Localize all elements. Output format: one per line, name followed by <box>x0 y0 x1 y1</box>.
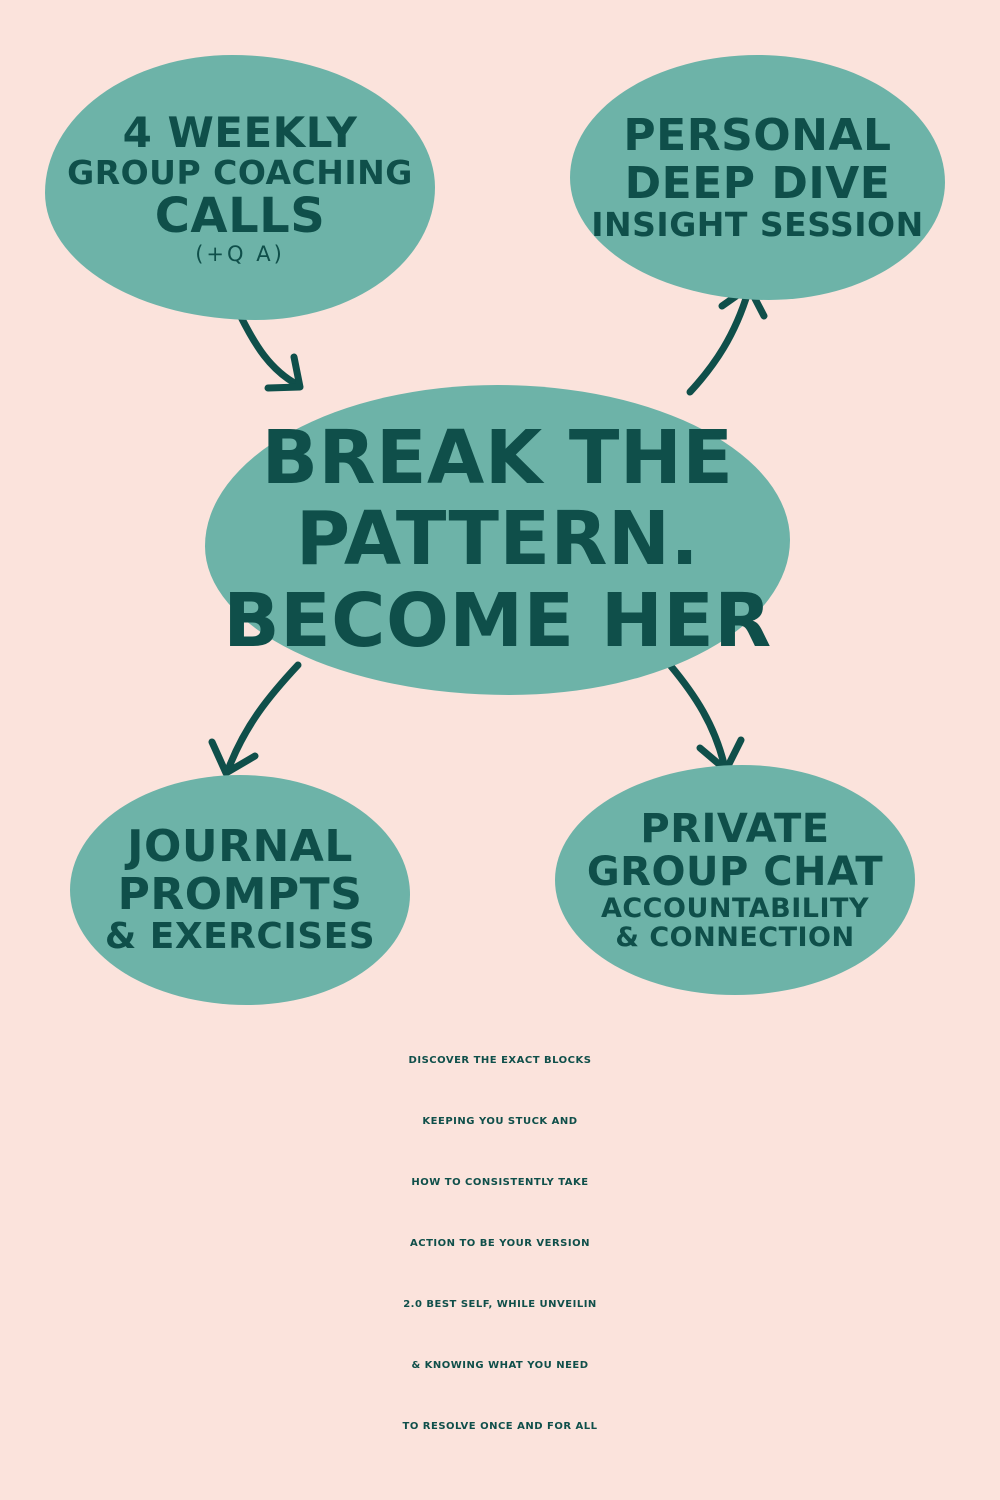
node-label-line: PRIVATE <box>640 805 830 852</box>
node-label-line: DEEP DIVE <box>624 157 891 209</box>
node-label-line: CALLS <box>154 187 326 244</box>
node-center-break-the-pattern: BREAK THE PATTERN. BECOME HER <box>205 385 790 695</box>
description-line: HOW TO CONSISTENTLY TAKE <box>411 1177 589 1188</box>
arrow-center-to-bottom-right <box>666 661 729 772</box>
description-line: ACTION TO BE YOUR VERSION <box>410 1238 590 1249</box>
description-line: DISCOVER THE EXACT BLOCKS <box>408 1055 592 1066</box>
center-label-line: BECOME HER <box>223 577 772 664</box>
node-label-line: ACCOUNTABILITY <box>600 893 870 925</box>
node-private-group-chat: PRIVATE GROUP CHAT ACCOUNTABILITY & CONN… <box>555 765 915 995</box>
description-line: TO RESOLVE ONCE AND FOR ALL <box>402 1421 598 1432</box>
description-text: DISCOVER THE EXACT BLOCKS KEEPING YOU ST… <box>20 1030 980 1457</box>
node-journal-prompts: JOURNAL PROMPTS & EXERCISES <box>70 775 410 1005</box>
node-label-line: PROMPTS <box>117 868 363 920</box>
node-label-line: GROUP CHAT <box>586 848 884 895</box>
node-label-line: GROUP COACHING <box>67 153 413 193</box>
center-label-line: BREAK THE <box>261 414 734 501</box>
arrow-center-to-bottom-left <box>224 661 302 774</box>
node-label-line: INSIGHT SESSION <box>591 205 924 245</box>
node-group-coaching-calls: 4 WEEKLY GROUP COACHING CALLS (+Q A) <box>45 55 435 320</box>
description-line: 2.0 BEST SELF, WHILE UNVEILIN <box>403 1299 597 1310</box>
description-line: & KNOWING WHAT YOU NEED <box>411 1360 589 1371</box>
arrowhead-top-left-to-center <box>264 353 304 392</box>
arrow-center-to-top-right <box>686 288 752 396</box>
node-label-line: & CONNECTION <box>615 922 855 954</box>
arrow-top-left-to-center <box>236 311 302 389</box>
node-label-line: PERSONAL <box>623 110 892 162</box>
node-label-line: (+Q A) <box>195 241 285 266</box>
node-label-line: JOURNAL <box>127 821 353 873</box>
arrowhead-center-to-bottom-left <box>208 738 259 777</box>
description-line: KEEPING YOU STUCK AND <box>422 1116 578 1127</box>
node-label-line: 4 WEEKLY <box>122 107 358 157</box>
center-label-line: PATTERN. <box>295 496 700 583</box>
node-label-line: & EXERCISES <box>104 916 376 958</box>
node-deep-dive-session: PERSONAL DEEP DIVE INSIGHT SESSION <box>570 55 945 300</box>
